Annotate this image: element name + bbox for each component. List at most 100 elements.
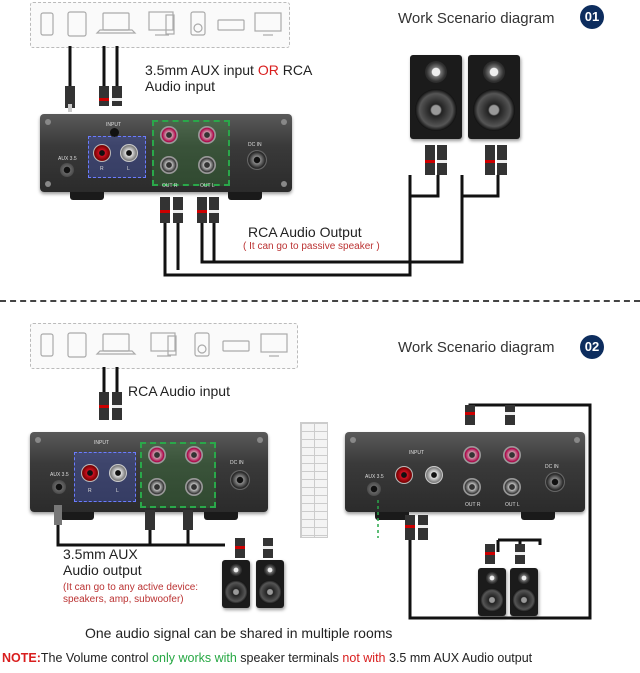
ipod-icon [190,11,206,36]
input-label: INPUT [409,450,424,456]
dc-in-jack [545,472,565,492]
rca-plugs-2 [54,392,525,564]
desktop-icon [148,11,175,36]
terminal [185,446,203,464]
scenario-divider [0,300,640,302]
scenario-2-title: Work Scenario diagram [398,339,555,356]
source-device-icons-1 [40,11,282,37]
rca-in-l [120,144,138,162]
input-label-part2: RCA [278,62,313,78]
amp-foot [521,512,555,520]
shared-signal-label: One audio signal can be shared in multip… [85,625,393,641]
r-label: R [100,166,104,172]
terminal [185,478,203,496]
screw [45,181,51,187]
tweeter [486,572,498,584]
dc-in-jack [247,150,267,170]
amplifier-2-left: AUX 3.5 INPUT R L DC IN [30,432,268,520]
scenario-1-badge: 01 [580,5,604,29]
aux-output-label: 3.5mm AUX Audio output [63,546,142,578]
active-speaker-left [222,560,250,608]
tweeter [518,572,530,584]
input-label-line2: Audio input [145,78,216,94]
terminal [148,478,166,496]
aux-note-line2: speakers, amp, subwoofer) [63,594,184,605]
screw [281,181,287,187]
phone-icon [40,333,54,357]
out-r-label: OUT R [465,502,481,508]
note-part4: not with [342,651,386,665]
rca-plugs-1 [65,86,507,223]
woofer [512,588,536,612]
rca-in-l [425,466,443,484]
tweeter [230,564,242,576]
volume-note: NOTE:The Volume control only works with … [2,651,532,665]
input-label: INPUT [94,440,109,446]
woofer [480,588,504,612]
input-label: INPUT [106,122,121,128]
settop-box-icon [217,19,245,31]
rca-output-note: ( It can go to passive speaker ) [243,241,380,252]
passive-speaker-left [410,55,462,139]
aux-label: AUX 3.5 [50,472,69,478]
tweeter [483,61,505,83]
screw [45,119,51,125]
aux-jack [52,480,66,494]
amplifier-1: AUX 3.5 INPUT R L OUT R OUT L DC IN [40,114,292,200]
passive-speaker-right [468,55,520,139]
woofer [473,89,515,131]
scenario-2-cables [54,367,592,620]
aux-note-line1: (It can go to any active device: [63,582,199,593]
source-device-icons-2 [40,332,288,358]
screw [350,437,356,443]
amp-foot [204,512,238,520]
source-devices-panel-1 [30,2,290,48]
room2-speaker-right [510,568,538,616]
terminal [503,446,521,464]
screw [35,437,41,443]
input-knob [110,128,119,137]
terminal [160,126,178,144]
terminal [198,126,216,144]
screw [574,437,580,443]
amp-foot [60,512,94,520]
dc-in-label: DC IN [248,142,262,148]
aux-jack [367,482,381,496]
dc-in-label: DC IN [545,464,559,470]
rca-in-r [395,466,413,484]
terminal [463,478,481,496]
terminal [463,446,481,464]
note-part2: only works with [152,651,237,665]
aux-output-line1: 3.5mm AUX [63,546,138,562]
rca-output-label: RCA Audio Output [248,224,362,240]
l-label: L [127,166,130,172]
scenario-1-input-label: 3.5mm AUX input OR RCA Audio input [145,62,312,94]
phone-icon [40,12,54,36]
brick-wall [300,422,328,538]
out-l-label: OUT L [200,183,215,189]
laptop-icon [95,12,137,34]
rca-input-label: RCA Audio input [128,383,230,399]
dc-in-jack [230,470,250,490]
tv-icon [254,12,282,36]
terminal [160,156,178,174]
aux-label: AUX 3.5 [365,474,384,480]
scenario-1-title: Work Scenario diagram [398,10,555,27]
r-label: R [88,488,92,494]
amplifier-2-right: AUX 3.5 INPUT OUT R OUT L DC IN [345,432,585,520]
rca-in-r [93,144,111,162]
terminal [198,156,216,174]
source-devices-panel-2 [30,323,298,369]
rca-in-r [81,464,99,482]
out-l-label: OUT L [505,502,520,508]
note-part1: The Volume control [40,651,153,665]
settop-box-icon [222,340,250,352]
tablet-icon [67,332,87,358]
tv-icon [260,333,288,357]
laptop-icon [95,333,137,355]
aux-output-line2: Audio output [63,562,142,578]
dc-in-label: DC IN [230,460,244,466]
note-part5: 3.5 mm AUX Audio output [385,651,533,665]
terminal [148,446,166,464]
input-label-part1: 3.5mm AUX input [145,62,258,78]
